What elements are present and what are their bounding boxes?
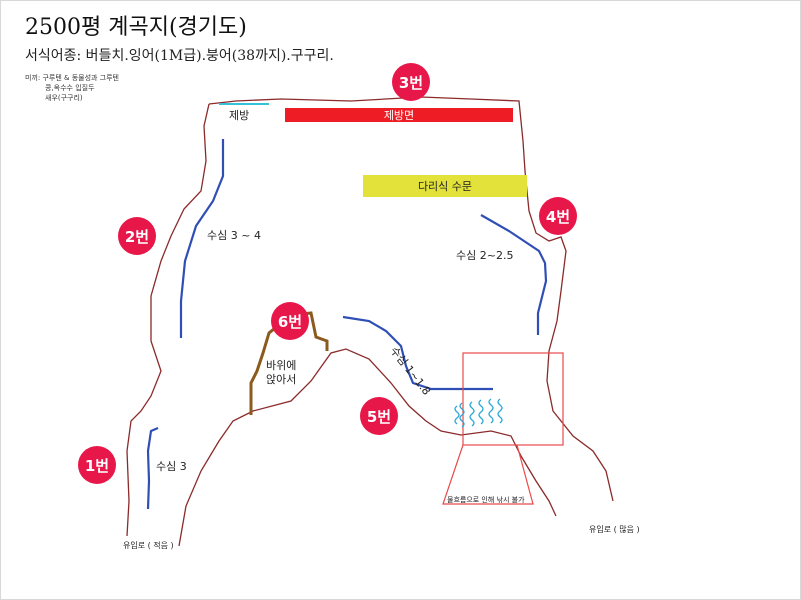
point-5-badge: 5번 (360, 397, 398, 435)
point-6-badge: 6번 (271, 302, 309, 340)
no-fishing-note: 물흐름으로 인해 낚시 불가 (447, 496, 525, 504)
depth-line-2 (179, 139, 225, 338)
point-3-badge: 3번 (392, 63, 430, 101)
shoreline-left (126, 103, 210, 537)
point-4-badge: 4번 (539, 197, 577, 235)
no-fishing-zone (462, 352, 564, 446)
bait-note-2: 콩,옥수수 입질두 (45, 84, 95, 92)
no-fishing-callout (442, 444, 534, 505)
bait-note-3: 새우(구구리) (45, 94, 83, 102)
depth-label-4: 수심 2~2.5 (456, 249, 514, 262)
shoreline-bottom (178, 348, 557, 547)
inflow-marks (454, 398, 503, 428)
rock-note-line-1: 바위에 (266, 359, 297, 372)
inflow-right-label: 유입로 ( 많음 ) (589, 525, 640, 534)
depth-line-1 (146, 426, 159, 510)
species-list: 서식어종: 버들치.잉어(1M급).붕어(38까지).구구리. (25, 48, 334, 64)
dam-label: 제방 (229, 109, 250, 122)
point-1-badge: 1번 (78, 446, 116, 484)
inflow-left-label: 유입로 ( 적음 ) (123, 541, 174, 550)
dam-face-bar: 제방면 (285, 108, 513, 122)
depth-line-center (342, 315, 493, 391)
rock-note-line-2: 앉아서 (266, 373, 297, 386)
shoreline (208, 96, 614, 502)
bait-note-1: 미끼: 구루텐 & 동물성과 그루텐 (25, 74, 119, 82)
dam-face-label: 제방면 (383, 109, 415, 122)
depth-line-4 (480, 214, 548, 335)
floodgate-bar: 다리식 수문 (363, 175, 527, 197)
floodgate-label: 다리식 수문 (417, 180, 473, 193)
point-2-badge: 2번 (118, 217, 156, 255)
depth-label-2: 수심 3 ~ 4 (207, 229, 261, 242)
depth-label-1: 수심 3 (156, 460, 187, 473)
page-title: 2500평 계곡지(경기도) (25, 15, 247, 40)
